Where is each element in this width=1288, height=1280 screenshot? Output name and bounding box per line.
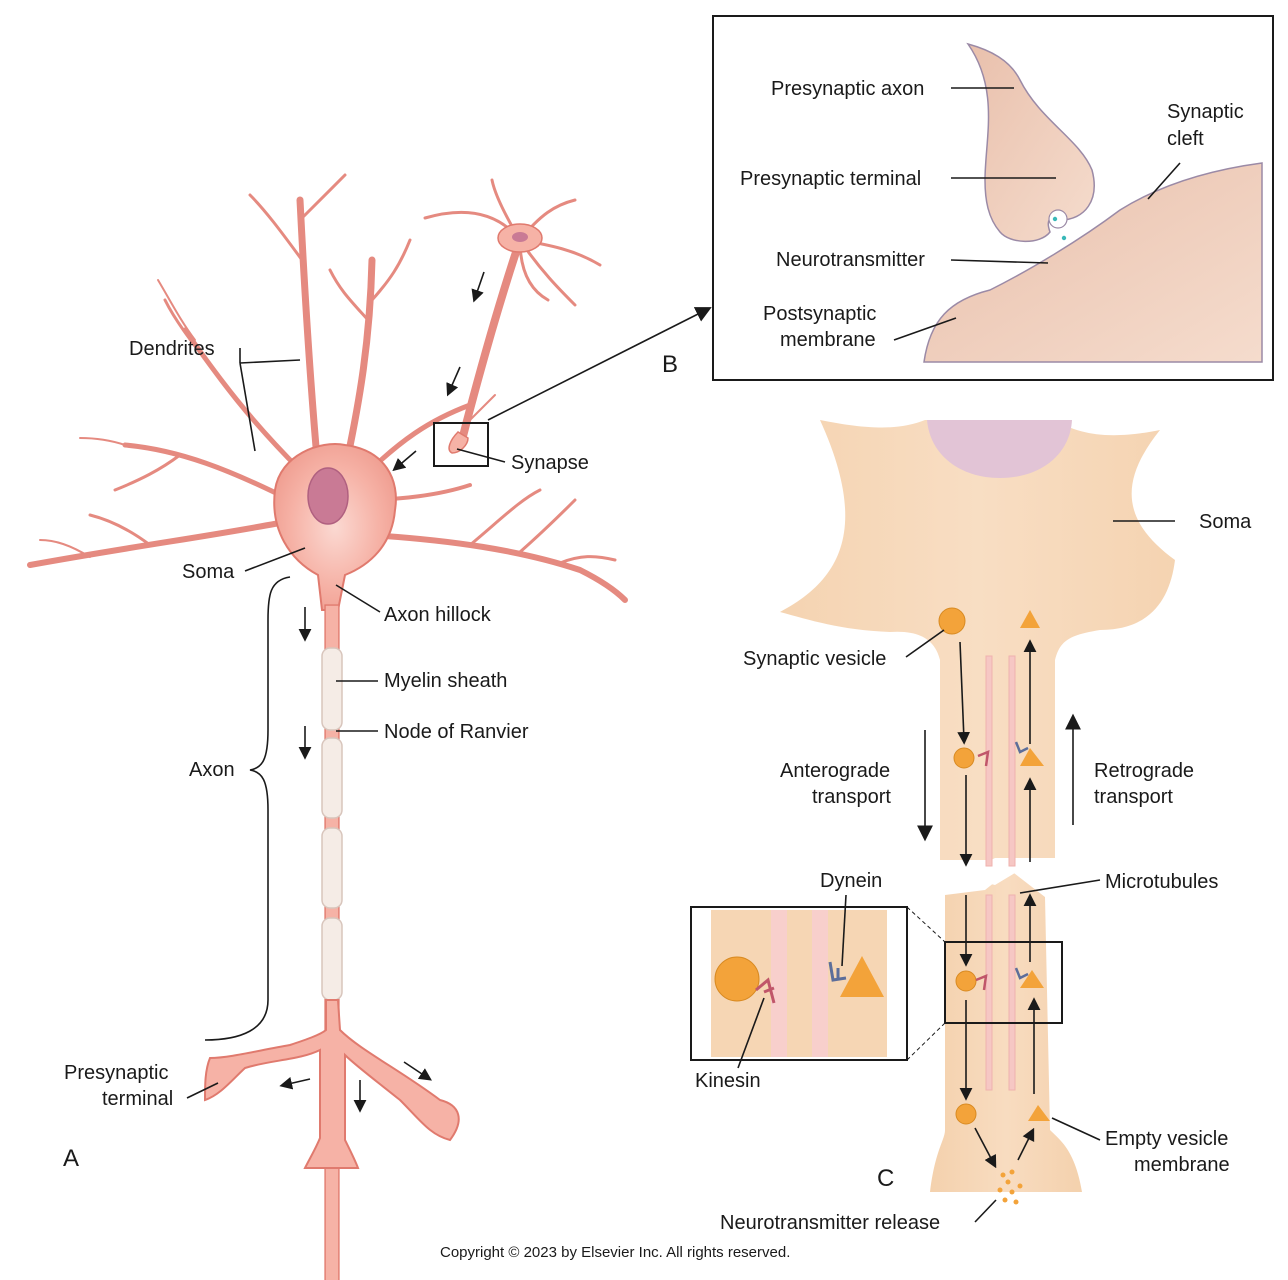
label-dendrites: Dendrites [129, 338, 215, 360]
soma-c-nucleus [927, 420, 1072, 478]
label-neurotransmitter-release: Neurotransmitter release [720, 1212, 940, 1234]
panel-label-c: C [877, 1165, 894, 1192]
postsynaptic-membrane-shape [923, 162, 1263, 363]
label-node-of-ranvier: Node of Ranvier [384, 721, 529, 743]
label-axon: Axon [189, 759, 235, 781]
zoom-box-small [944, 941, 1063, 1024]
label-synaptic-cleft-2: cleft [1167, 128, 1204, 150]
label-retrograde-1: Retrograde [1094, 760, 1194, 782]
label-myelin-sheath: Myelin sheath [384, 670, 507, 692]
nucleus-a [307, 467, 349, 525]
transport-arrows [957, 639, 1041, 1169]
label-kinesin: Kinesin [695, 1070, 761, 1092]
panel-label-b: B [662, 351, 678, 378]
axon-c-break [940, 858, 1055, 885]
flow-arrows [279, 271, 485, 1113]
label-postsynaptic-2: membrane [780, 329, 876, 351]
label-dynein: Dynein [820, 870, 882, 892]
copyright-notice: Copyright © 2023 by Elsevier Inc. All ri… [440, 1244, 790, 1261]
panel-b-synapse: Presynaptic axon Presynaptic terminal Ne… [662, 15, 1274, 381]
label-empty-vesicle-2: membrane [1134, 1154, 1230, 1176]
label-synaptic-vesicle: Synaptic vesicle [743, 648, 886, 670]
synapse-box [433, 422, 489, 467]
label-synapse: Synapse [511, 452, 589, 474]
panel-c-transport: Soma Synaptic vesicle Anterograde transp… [690, 420, 1252, 1234]
label-presynaptic-terminal-a-1: Presynaptic [64, 1062, 169, 1084]
label-neurotransmitter: Neurotransmitter [776, 249, 925, 271]
axon-brace [204, 576, 291, 1041]
label-retrograde-2: transport [1094, 786, 1173, 808]
zoom-inset [690, 906, 908, 1061]
axon-terminals [203, 999, 460, 1169]
panel-a-neuron: Dendrites Synapse Soma Axon hillock Myel… [27, 173, 712, 1280]
dendrites [27, 173, 628, 603]
panel-label-a: A [63, 1145, 79, 1172]
axon-c-lower [930, 870, 1082, 1192]
label-soma-c: Soma [1199, 511, 1252, 533]
label-postsynaptic-1: Postsynaptic [763, 303, 876, 325]
label-presynaptic-terminal-a-2: terminal [102, 1088, 173, 1110]
soma-c-shape [780, 420, 1175, 860]
neurotransmitter-release-dots [997, 1169, 1023, 1205]
label-anterograde-1: Anterograde [780, 760, 890, 782]
label-synaptic-cleft-1: Synaptic [1167, 101, 1244, 123]
vesicles [938, 607, 1050, 1125]
label-soma-a: Soma [182, 561, 235, 583]
label-empty-vesicle-1: Empty vesicle [1105, 1128, 1228, 1150]
label-presynaptic-terminal-b: Presynaptic terminal [740, 168, 921, 190]
label-microtubules: Microtubules [1105, 871, 1218, 893]
label-presynaptic-axon: Presynaptic axon [771, 78, 924, 100]
label-anterograde-2: transport [812, 786, 891, 808]
soma-a [273, 443, 397, 611]
label-axon-hillock: Axon hillock [384, 604, 492, 626]
microtubules [985, 655, 1016, 1091]
myelin-sheaths [321, 647, 343, 1001]
presynaptic-neuron [423, 178, 602, 454]
